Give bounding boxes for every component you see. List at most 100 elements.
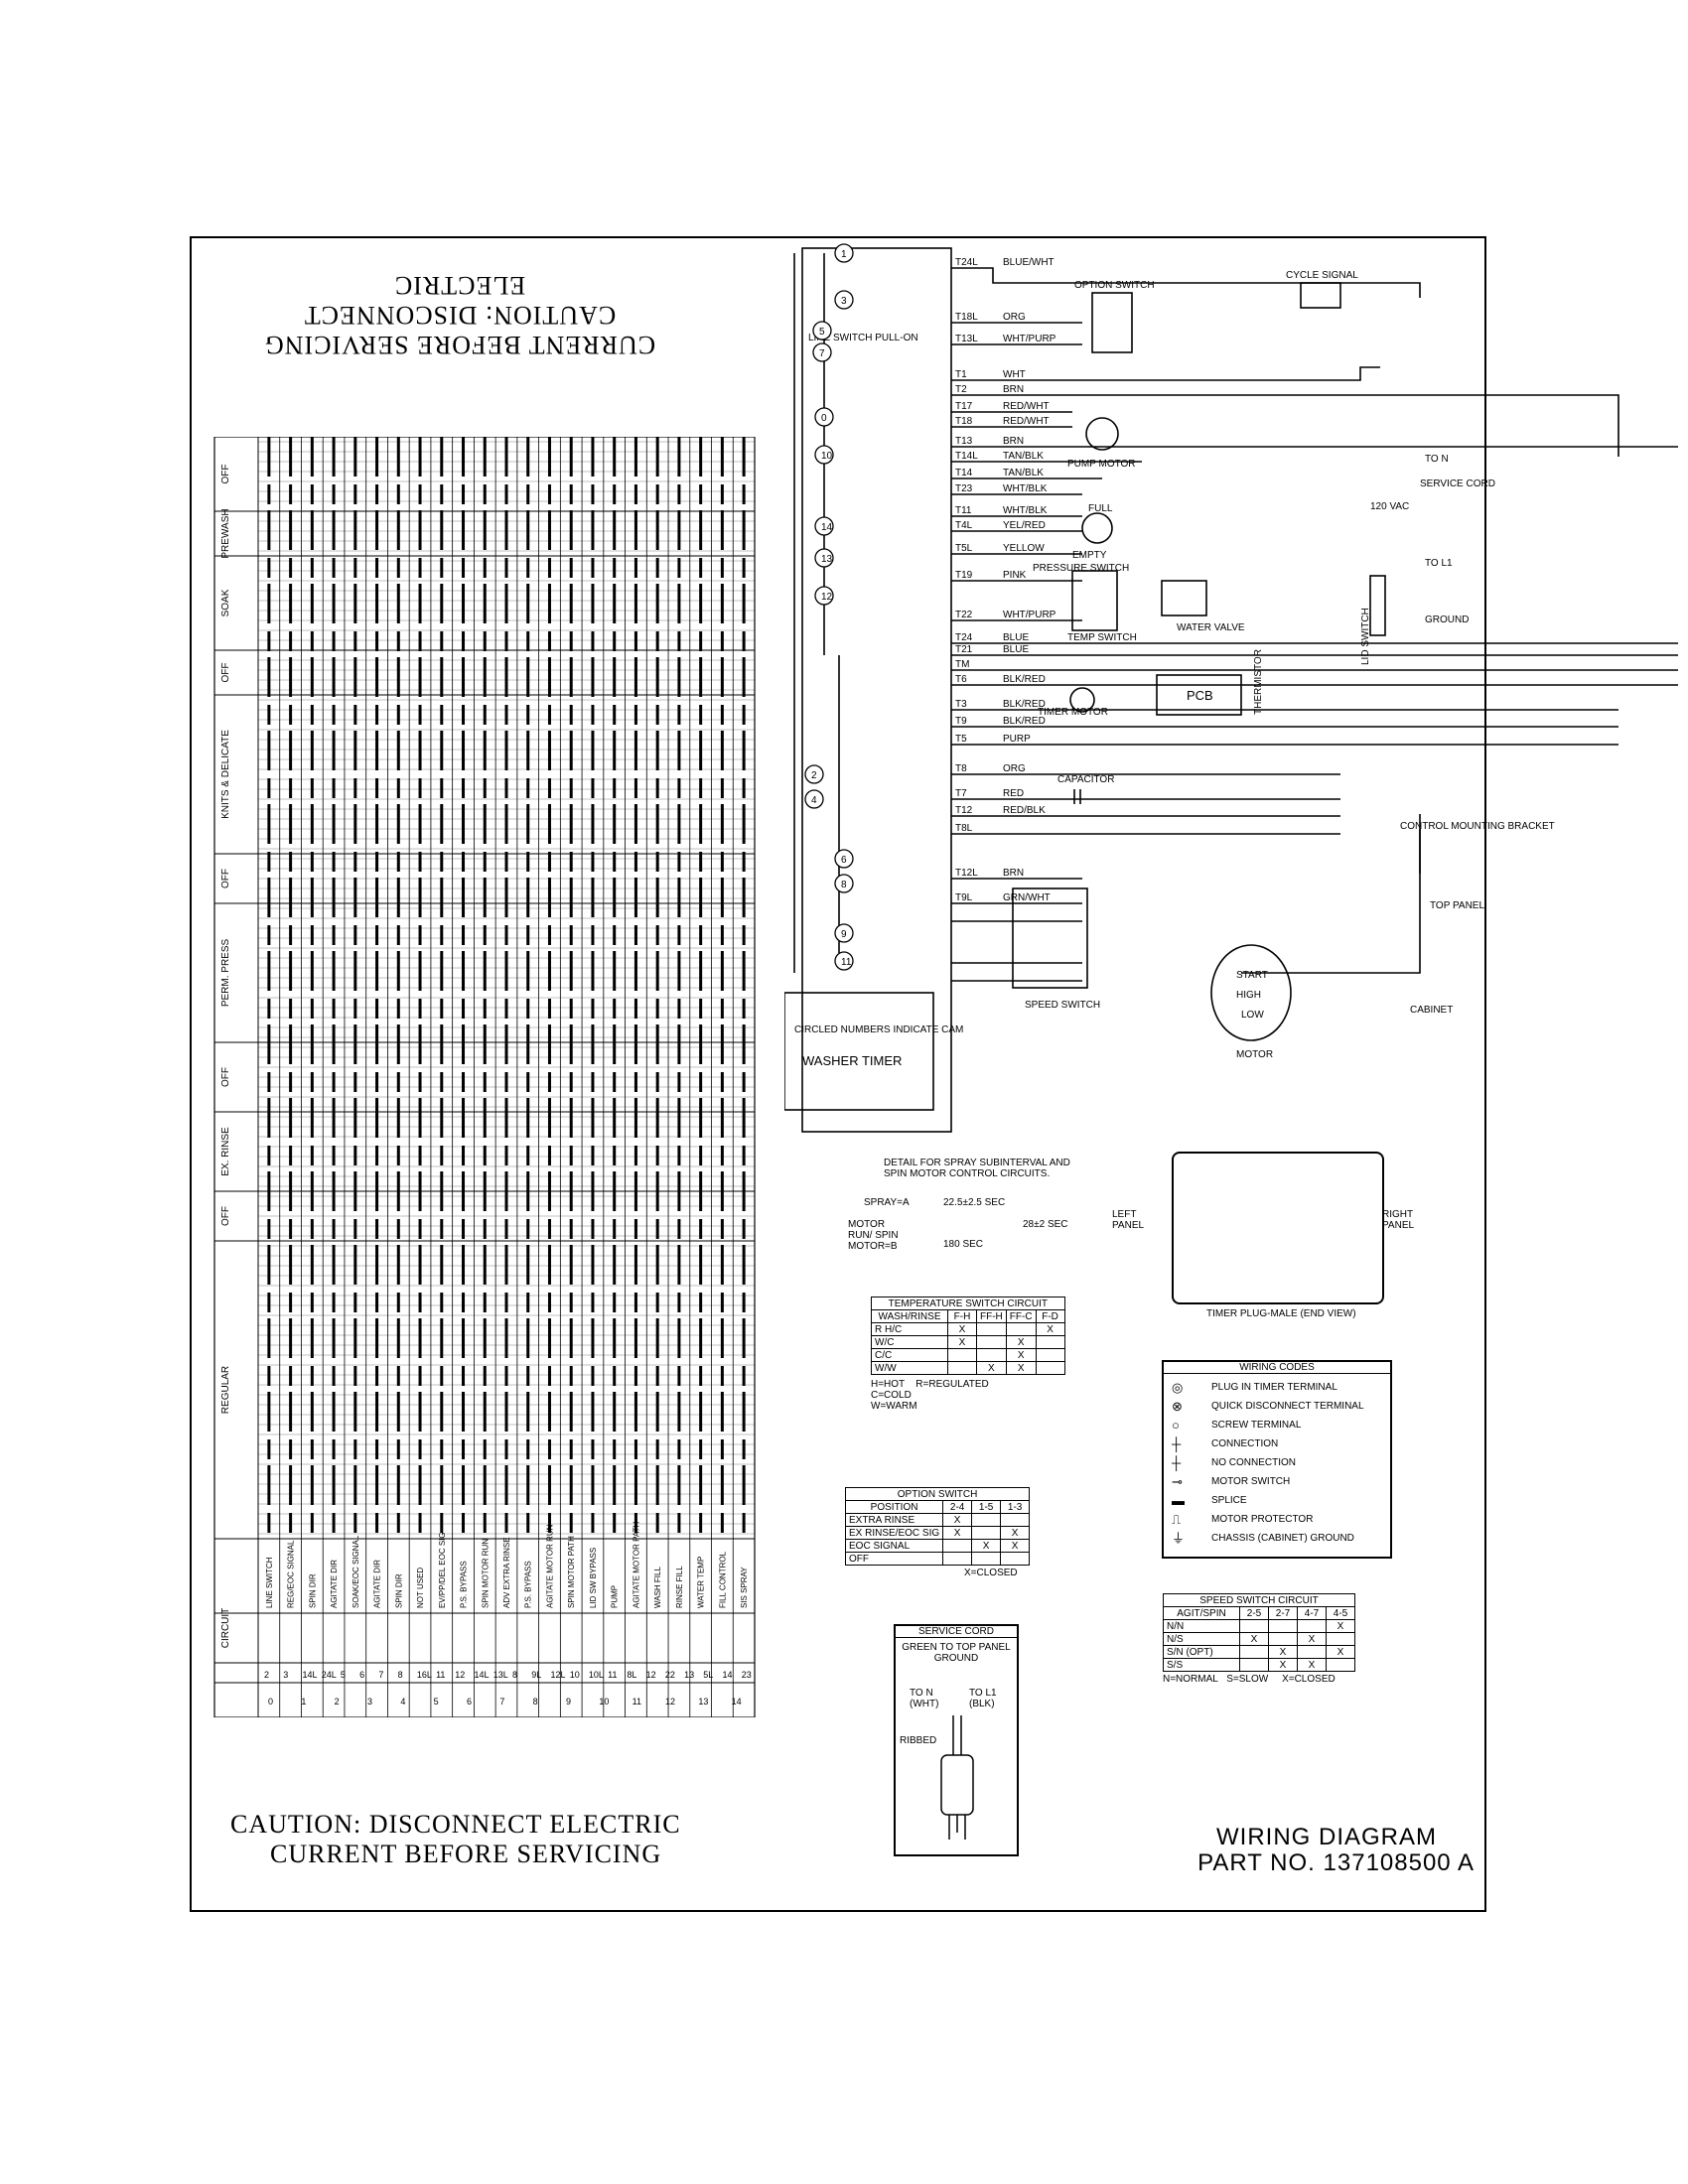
terminal-t24l: T24L — [955, 257, 978, 268]
wire-label: YEL/RED — [1003, 520, 1046, 531]
term-pair-label: 11 — [436, 1670, 445, 1680]
wire-label: RED/WHT — [1003, 401, 1050, 412]
wire-label: TAN/BLK — [1003, 468, 1044, 478]
circuit-label: SPIN MOTOR PATH — [567, 1536, 576, 1608]
temp-table-cell: W/W — [871, 1361, 948, 1375]
term-pair-label: 2 — [264, 1670, 269, 1680]
temp-table-cell: X — [947, 1335, 977, 1349]
wiring-code-row: ┼NO CONNECTION — [1172, 1453, 1382, 1472]
water-valve-label: WATER VALVE — [1177, 622, 1245, 633]
chart-group-label: PREWASH — [220, 508, 231, 558]
speed-table-cell — [1297, 1619, 1327, 1633]
service-cord-green: GREEN TO TOP PANEL GROUND — [902, 1642, 1011, 1664]
terminal-t1: T1 — [955, 369, 967, 380]
option-table-cell: X — [1000, 1539, 1031, 1553]
motor-shape — [1210, 944, 1292, 1041]
terminal-t12: T12 — [955, 805, 973, 816]
wire-label: WHT/PURP — [1003, 334, 1056, 344]
wire-label: WHT — [1003, 369, 1026, 380]
wiring-code-row: ┼CONNECTION — [1172, 1434, 1382, 1453]
wire-label: RED/BLK — [1003, 805, 1046, 816]
circuit-label: FILL CONTROL — [718, 1551, 727, 1608]
title-block: WIRING DIAGRAM PART NO. 137108500 A — [1157, 1825, 1475, 1876]
temp-table-cell — [1035, 1348, 1065, 1362]
wire-label: BRN — [1003, 868, 1024, 879]
wiring-code-row: ⎍MOTOR PROTECTOR — [1172, 1510, 1382, 1529]
cam-number: 5 — [819, 327, 825, 338]
terminal-t12l: T12L — [955, 868, 978, 879]
wiring-code-row: ⏚CHASSIS (CABINET) GROUND — [1172, 1529, 1382, 1548]
low-label: LOW — [1241, 1010, 1264, 1021]
cam-2 — [804, 764, 824, 784]
wiring-code-symbol-icon: ○ — [1172, 1418, 1180, 1433]
temp-switch-box — [1071, 570, 1118, 631]
terminal-t5l: T5L — [955, 543, 973, 554]
cam-7 — [812, 342, 832, 362]
cam-number: 0 — [821, 413, 827, 424]
speed-table-cell: X — [1268, 1645, 1298, 1659]
chart-group-label: SOAK — [220, 589, 231, 616]
speed-table-header: 4-5 — [1326, 1606, 1355, 1620]
lid-switch-box — [1369, 575, 1386, 636]
timer-motor-shape — [1069, 687, 1095, 713]
lid-switch-label: LID SWITCH — [1360, 608, 1371, 665]
circuit-label: WATER TEMP — [697, 1557, 706, 1608]
cam-12 — [814, 586, 834, 606]
option-table-cell — [942, 1552, 973, 1566]
title-line2: PART NO. 137108500 A — [1197, 1849, 1475, 1876]
pcb-label: PCB — [1187, 688, 1213, 703]
to-n-label: TO N — [1425, 454, 1449, 465]
terminal-t2: T2 — [955, 384, 967, 395]
spin-time: 28±2 SEC — [1023, 1219, 1068, 1230]
pump-motor-shape — [1085, 417, 1119, 451]
pressure-switch-label: PRESSURE SWITCH — [1033, 563, 1129, 574]
bracket-label: CONTROL MOUNTING BRACKET — [1400, 821, 1555, 832]
temp-table-cell: X — [976, 1361, 1007, 1375]
cam-14 — [814, 516, 834, 536]
wiring-code-symbol-icon: ┼ — [1172, 1436, 1182, 1451]
cam-number: 11 — [841, 957, 852, 968]
wire-label: BLK/RED — [1003, 699, 1046, 710]
wire-label: BRN — [1003, 384, 1024, 395]
option-table-cell: X — [942, 1526, 973, 1540]
option-table-title: OPTION SWITCH — [844, 1487, 1031, 1501]
cam-col-label: 4 — [400, 1697, 405, 1706]
term-pair-label: 23 — [742, 1670, 752, 1680]
speed-table-cell: X — [1297, 1658, 1327, 1672]
wiring-schematic: LINE SWITCH PULL-ON CIRCLED NUMBERS INDI… — [784, 243, 1678, 1133]
service-cord-box: SERVICE CORD GREEN TO TOP PANEL GROUND T… — [894, 1624, 1019, 1856]
timer-housing — [801, 247, 952, 1133]
cam-8 — [834, 874, 854, 893]
service-cord-to-n: TO N (WHT) — [910, 1688, 939, 1709]
option-table-cell — [971, 1513, 1002, 1527]
term-pair-label: 10 — [570, 1670, 580, 1680]
circuit-label: SIS SPRAY — [740, 1567, 749, 1608]
washer-timer-box — [784, 992, 934, 1111]
wiring-code-symbol-icon: ⊗ — [1172, 1399, 1183, 1414]
pump-motor-label: PUMP MOTOR — [1067, 459, 1136, 470]
wire-label: BRN — [1003, 436, 1024, 447]
terminal-t4l: T4L — [955, 520, 973, 531]
term-pair-label: 24L — [322, 1670, 337, 1680]
wiring-code-row: ◎PLUG IN TIMER TERMINAL — [1172, 1378, 1382, 1397]
caution-inverted-line2: CURRENT BEFORE SERVICING — [263, 331, 656, 359]
term-pair-label: 16L — [417, 1670, 432, 1680]
option-table-header: 2-4 — [942, 1500, 973, 1514]
cam-col-label: 3 — [367, 1697, 372, 1706]
vac-label: 120 VAC — [1370, 501, 1409, 512]
term-pair-label: 12L — [550, 1670, 565, 1680]
temp-table-cell: X — [1005, 1335, 1037, 1349]
speed-table-cell — [1239, 1619, 1269, 1633]
cam-9 — [834, 923, 854, 943]
cam-number: 13 — [821, 554, 833, 565]
option-table-cell: X — [942, 1513, 973, 1527]
cam-col-label: 11 — [633, 1697, 641, 1706]
temp-table-cell — [947, 1348, 977, 1362]
option-table-header: 1-5 — [971, 1500, 1002, 1514]
term-pair-label: 8 — [512, 1670, 517, 1680]
